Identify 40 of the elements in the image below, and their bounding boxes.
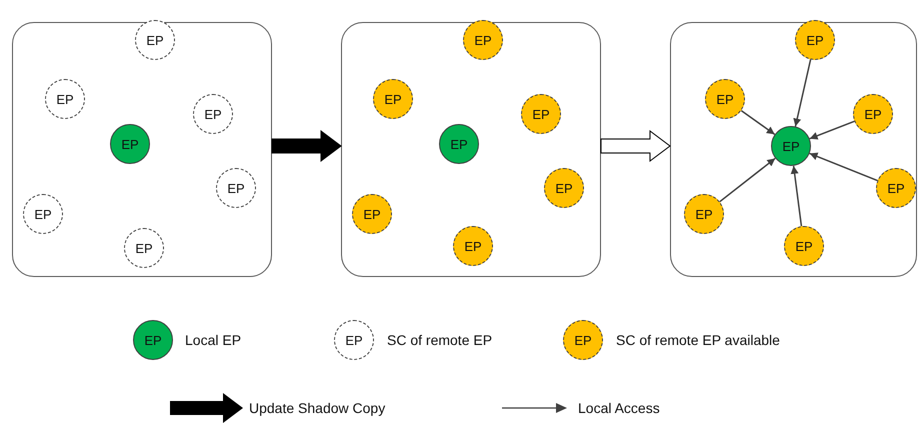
arrow [790,166,802,226]
legend-label: SC of remote EP available [616,331,780,350]
endpoint-circle: EP [684,194,724,234]
legend-label: Local EP [185,331,242,350]
endpoint-circle: EP [110,124,150,164]
endpoint-circle: EP [124,228,164,268]
legend-label: SC of remote EP [387,331,492,350]
endpoint-circle: EP [373,79,413,119]
endpoint-circle: EP [216,168,256,208]
arrow [809,120,855,140]
legend-symbol: EP [563,320,603,360]
arrow [793,59,812,127]
endpoint-circle: EP [521,94,561,134]
endpoint-circle: EP [795,20,835,60]
endpoint-circle: EP [453,226,493,266]
arrow [809,152,878,182]
endpoint-circle: EP [135,20,175,60]
endpoint-circle: EP [771,126,811,166]
endpoint-circle: EP [463,20,503,60]
legend-label: Local Access [578,399,660,418]
block-arrow [600,130,671,162]
endpoint-circle: EP [45,79,85,119]
endpoint-circle: EP [705,79,745,119]
endpoint-circle: EP [784,226,824,266]
endpoint-circle: EP [193,94,233,134]
endpoint-circle: EP [544,168,584,208]
panel [341,22,601,277]
arrow [719,158,776,202]
arrow [740,110,776,136]
endpoint-circle: EP [853,94,893,134]
endpoint-circle: EP [23,194,63,234]
endpoint-circle: EP [439,124,479,164]
legend-label: Update Shadow Copy [249,399,386,418]
panel [670,22,917,277]
legend-symbol: EP [133,320,173,360]
endpoint-circle: EP [352,194,392,234]
legend-symbol: EP [334,320,374,360]
endpoint-circle: EP [876,168,916,208]
block-arrow [272,130,342,162]
panel [12,22,272,277]
